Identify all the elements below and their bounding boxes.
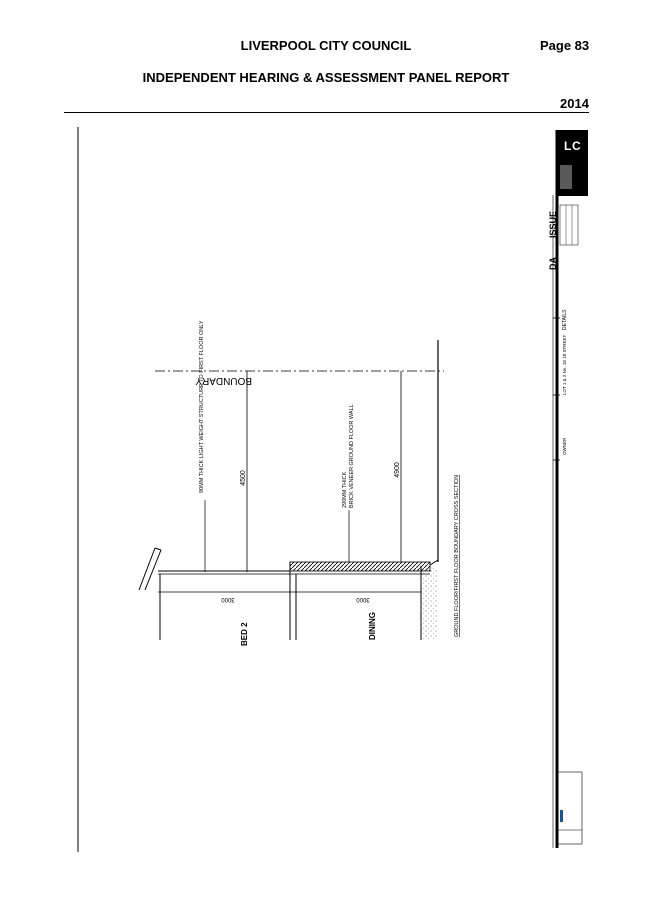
dim-4500: 4500 [240, 470, 247, 486]
title-block-bottom-box [556, 771, 583, 845]
title-block-table [559, 204, 579, 246]
report-title: INDEPENDENT HEARING & ASSESSMENT PANEL R… [142, 70, 510, 85]
title-block-address: LOT 1 & 2 No. 18 18 STREET [562, 335, 567, 395]
dim-4900: 4900 [394, 462, 401, 478]
eave-cap [154, 547, 162, 551]
title-block-da: DA [548, 257, 558, 270]
page-number: Page 83 [540, 38, 590, 53]
ground-fill [422, 568, 438, 640]
floor-hatch [289, 561, 431, 572]
dim-3000-right: 3000 [356, 596, 370, 602]
header-rule [64, 112, 589, 113]
title-block-mark [560, 810, 563, 822]
note-brick-line1: 290MM THICK [342, 471, 348, 508]
room-bed2: BED 2 [240, 622, 249, 646]
note-lightweight: 90MM THICK LIGHT WEIGHT STRUCTURE TO FIR… [199, 320, 205, 493]
title-block-detail: DETAILS [562, 309, 568, 330]
boundary-label: BOUNDARY [195, 375, 252, 386]
title-block-client: OWNER [562, 437, 567, 455]
room-dining: DINING [368, 612, 377, 640]
wall-right-diag [429, 559, 439, 566]
title-block-issue: ISSUE [548, 211, 558, 238]
eave-line [138, 547, 156, 591]
report-year: 2014 [560, 96, 589, 111]
eave-line-2 [144, 549, 162, 591]
council-name: LIVERPOOL CITY COUNCIL [240, 38, 412, 53]
logo-mark-2: C [572, 139, 581, 153]
logo-mark: L [564, 139, 571, 153]
title-block-logo [557, 130, 588, 196]
dim-3000-left: 3000 [221, 596, 235, 602]
note-brick-line2: BRICK VENEER GROUND FLOOR WALL [349, 404, 355, 508]
section-title: GROUND FLOOR/FIRST FLOOR BOUNDARY CROSS … [454, 475, 460, 637]
logo-small-blocks [560, 165, 572, 189]
